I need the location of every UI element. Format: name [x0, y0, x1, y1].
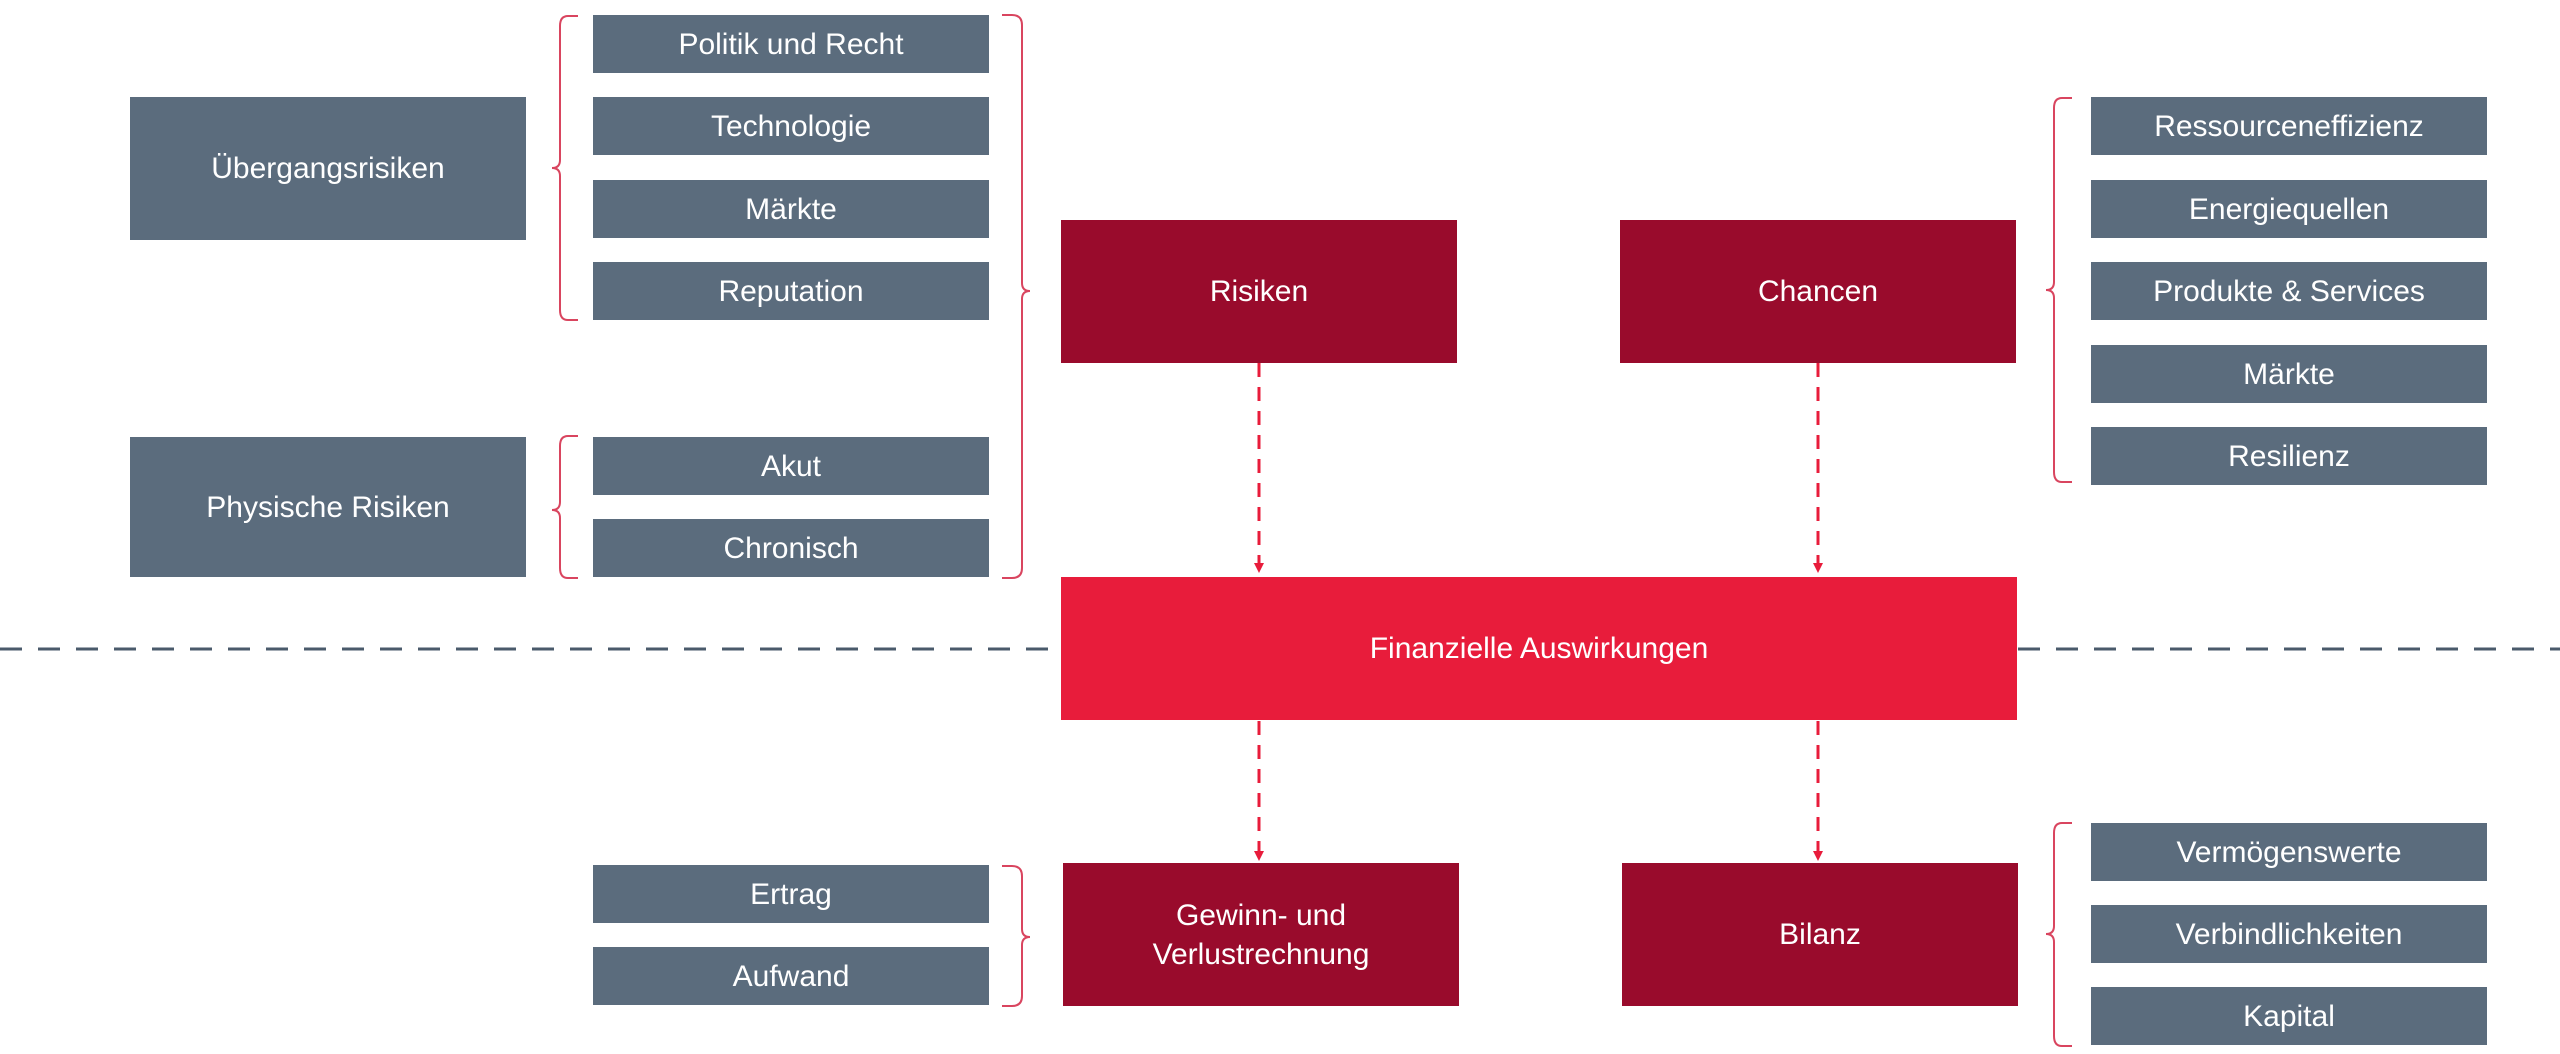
- transition-item-label: Politik und Recht: [678, 27, 904, 61]
- balance-item-label: Kapital: [2243, 999, 2335, 1033]
- balance-item-label: Verbindlichkeiten: [2175, 917, 2403, 951]
- opportunities-label: Chancen: [1757, 275, 1879, 308]
- bracket-pnl: [1002, 865, 1031, 1007]
- opportunity-item-resilience: Resilienz: [2091, 427, 2487, 485]
- opportunity-item-label: Energiequellen: [2188, 192, 2390, 226]
- physical-item-chronic: Chronisch: [593, 519, 989, 577]
- transition-risks-box: Übergangsrisiken: [130, 97, 526, 240]
- physical-item-label: Akut: [760, 449, 822, 483]
- balance-item-liabilities: Verbindlichkeiten: [2091, 905, 2487, 963]
- transition-item-policy: Politik und Recht: [593, 15, 989, 73]
- transition-item-label: Technologie: [710, 109, 872, 143]
- transition-item-markets: Märkte: [593, 180, 989, 238]
- transition-risks-label: Übergangsrisiken: [211, 152, 445, 185]
- pnl-item-revenue: Ertrag: [593, 865, 989, 923]
- pnl-item-label: Aufwand: [732, 959, 850, 993]
- physical-risks-box: Physische Risiken: [130, 437, 526, 577]
- physical-item-label: Chronisch: [723, 531, 859, 565]
- pnl-box: Gewinn- und Verlustrechnung: [1063, 863, 1459, 1006]
- physical-item-acute: Akut: [593, 437, 989, 495]
- opportunity-item-energy-sources: Energiequellen: [2091, 180, 2487, 238]
- transition-item-technology: Technologie: [593, 97, 989, 155]
- balance-box: Bilanz: [1622, 863, 2018, 1006]
- opportunity-item-label: Resilienz: [2228, 439, 2350, 473]
- bracket-balance: [2045, 822, 2072, 1047]
- balance-item-label: Vermögenswerte: [2176, 835, 2402, 869]
- bracket-all-risks: [1002, 14, 1031, 579]
- transition-item-label: Märkte: [745, 192, 837, 226]
- opportunity-item-label: Ressourceneffizienz: [2154, 109, 2424, 143]
- transition-item-label: Reputation: [718, 274, 864, 308]
- opportunity-item-resource-efficiency: Ressourceneffizienz: [2091, 97, 2487, 155]
- transition-item-reputation: Reputation: [593, 262, 989, 320]
- opportunities-box: Chancen: [1620, 220, 2016, 363]
- balance-label: Bilanz: [1779, 918, 1861, 951]
- risks-label: Risiken: [1209, 275, 1309, 308]
- opportunity-item-label: Produkte & Services: [2153, 274, 2425, 308]
- opportunity-item-markets: Märkte: [2091, 345, 2487, 403]
- bracket-physical: [551, 435, 578, 579]
- risks-box: Risiken: [1061, 220, 1457, 363]
- balance-item-equity: Kapital: [2091, 987, 2487, 1045]
- opportunity-item-label: Märkte: [2243, 357, 2335, 391]
- financial-impact-label: Finanzielle Auswirkungen: [1369, 632, 1709, 665]
- balance-item-assets: Vermögenswerte: [2091, 823, 2487, 881]
- bracket-transition: [551, 15, 578, 321]
- pnl-item-expense: Aufwand: [593, 947, 989, 1005]
- opportunity-item-products-services: Produkte & Services: [2091, 262, 2487, 320]
- pnl-item-label: Ertrag: [750, 877, 832, 911]
- financial-impact-box: Finanzielle Auswirkungen: [1061, 577, 2017, 720]
- physical-risks-label: Physische Risiken: [206, 490, 450, 524]
- bracket-opportunities: [2045, 97, 2072, 483]
- pnl-label: Gewinn- und Verlustrechnung: [1152, 898, 1370, 971]
